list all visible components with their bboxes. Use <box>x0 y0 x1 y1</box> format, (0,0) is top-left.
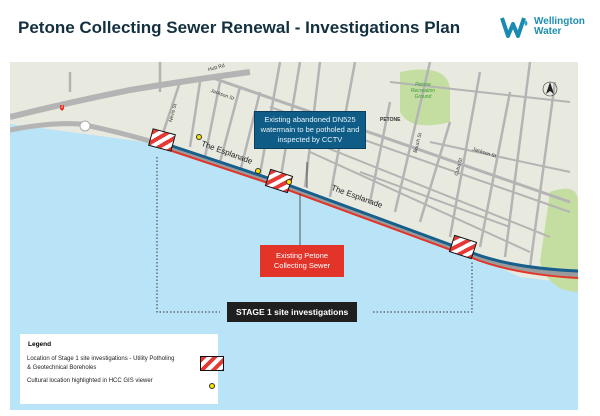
legend-item-label: Location of Stage 1 site investigations … <box>27 356 175 371</box>
stage-1-label: STAGE 1 site investigations <box>227 302 358 322</box>
sewer-callout: Existing Petone Collecting Sewer <box>260 245 344 277</box>
street-label: PETONE <box>380 117 401 123</box>
recreation-ground <box>400 69 450 126</box>
cultural-location-1 <box>196 134 202 140</box>
park-east <box>540 188 578 292</box>
highway-label: 2 <box>61 104 64 109</box>
site-map: Hutt Rd Jackson St Nevis St PETONE Bouch… <box>10 62 578 410</box>
logo-icon <box>500 17 528 38</box>
park-label: Petone Recreation Ground <box>410 82 436 100</box>
legend-title: Legend <box>28 341 52 348</box>
legend-hatch-icon <box>200 356 224 371</box>
cultural-location-2 <box>255 168 261 174</box>
legend: Legend Location of Stage 1 site investig… <box>20 334 224 404</box>
page-title: Petone Collecting Sewer Renewal - Invest… <box>18 18 461 37</box>
north-arrow-icon <box>546 82 554 94</box>
stage-bracket <box>156 157 473 313</box>
cultural-location-3 <box>286 179 292 185</box>
legend-dot-icon <box>209 383 215 389</box>
highway-shield-icon <box>60 105 64 111</box>
watermain-callout: Existing abandoned DN525 watermain to be… <box>254 111 366 149</box>
legend-item-label: Cultural location highlighted in HCC GIS… <box>27 378 153 384</box>
